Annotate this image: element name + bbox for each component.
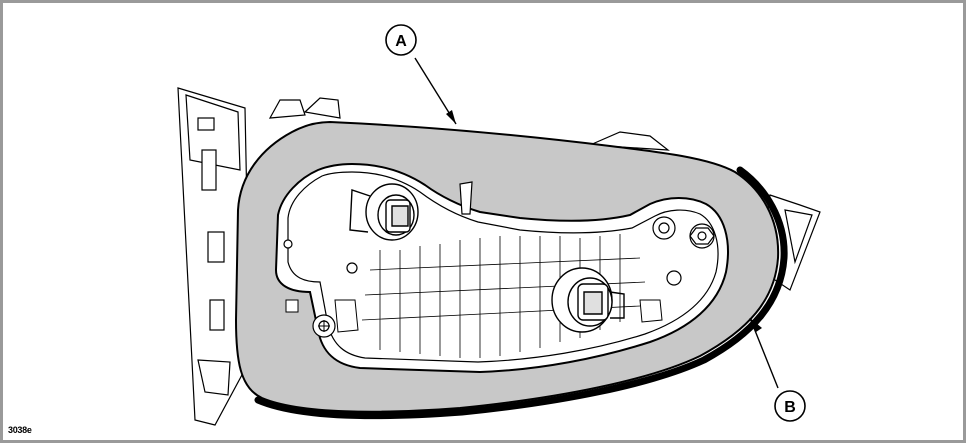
lamp-details [285,299,663,333]
callout-b: B [749,317,806,422]
bulb-socket-upper [349,183,419,241]
seal-strip [254,166,788,420]
callout-b-label: B [784,399,796,416]
housing-bracket-left [177,87,251,426]
callout-b-circle [774,390,806,422]
mounting-screws [283,216,715,338]
callout-a: A [385,24,457,125]
callout-a-label: A [395,33,407,50]
gasket [234,120,780,413]
figure-id-label: 3038e [8,425,32,435]
callout-a-circle [385,24,417,56]
bulb-socket-lower [551,267,625,333]
